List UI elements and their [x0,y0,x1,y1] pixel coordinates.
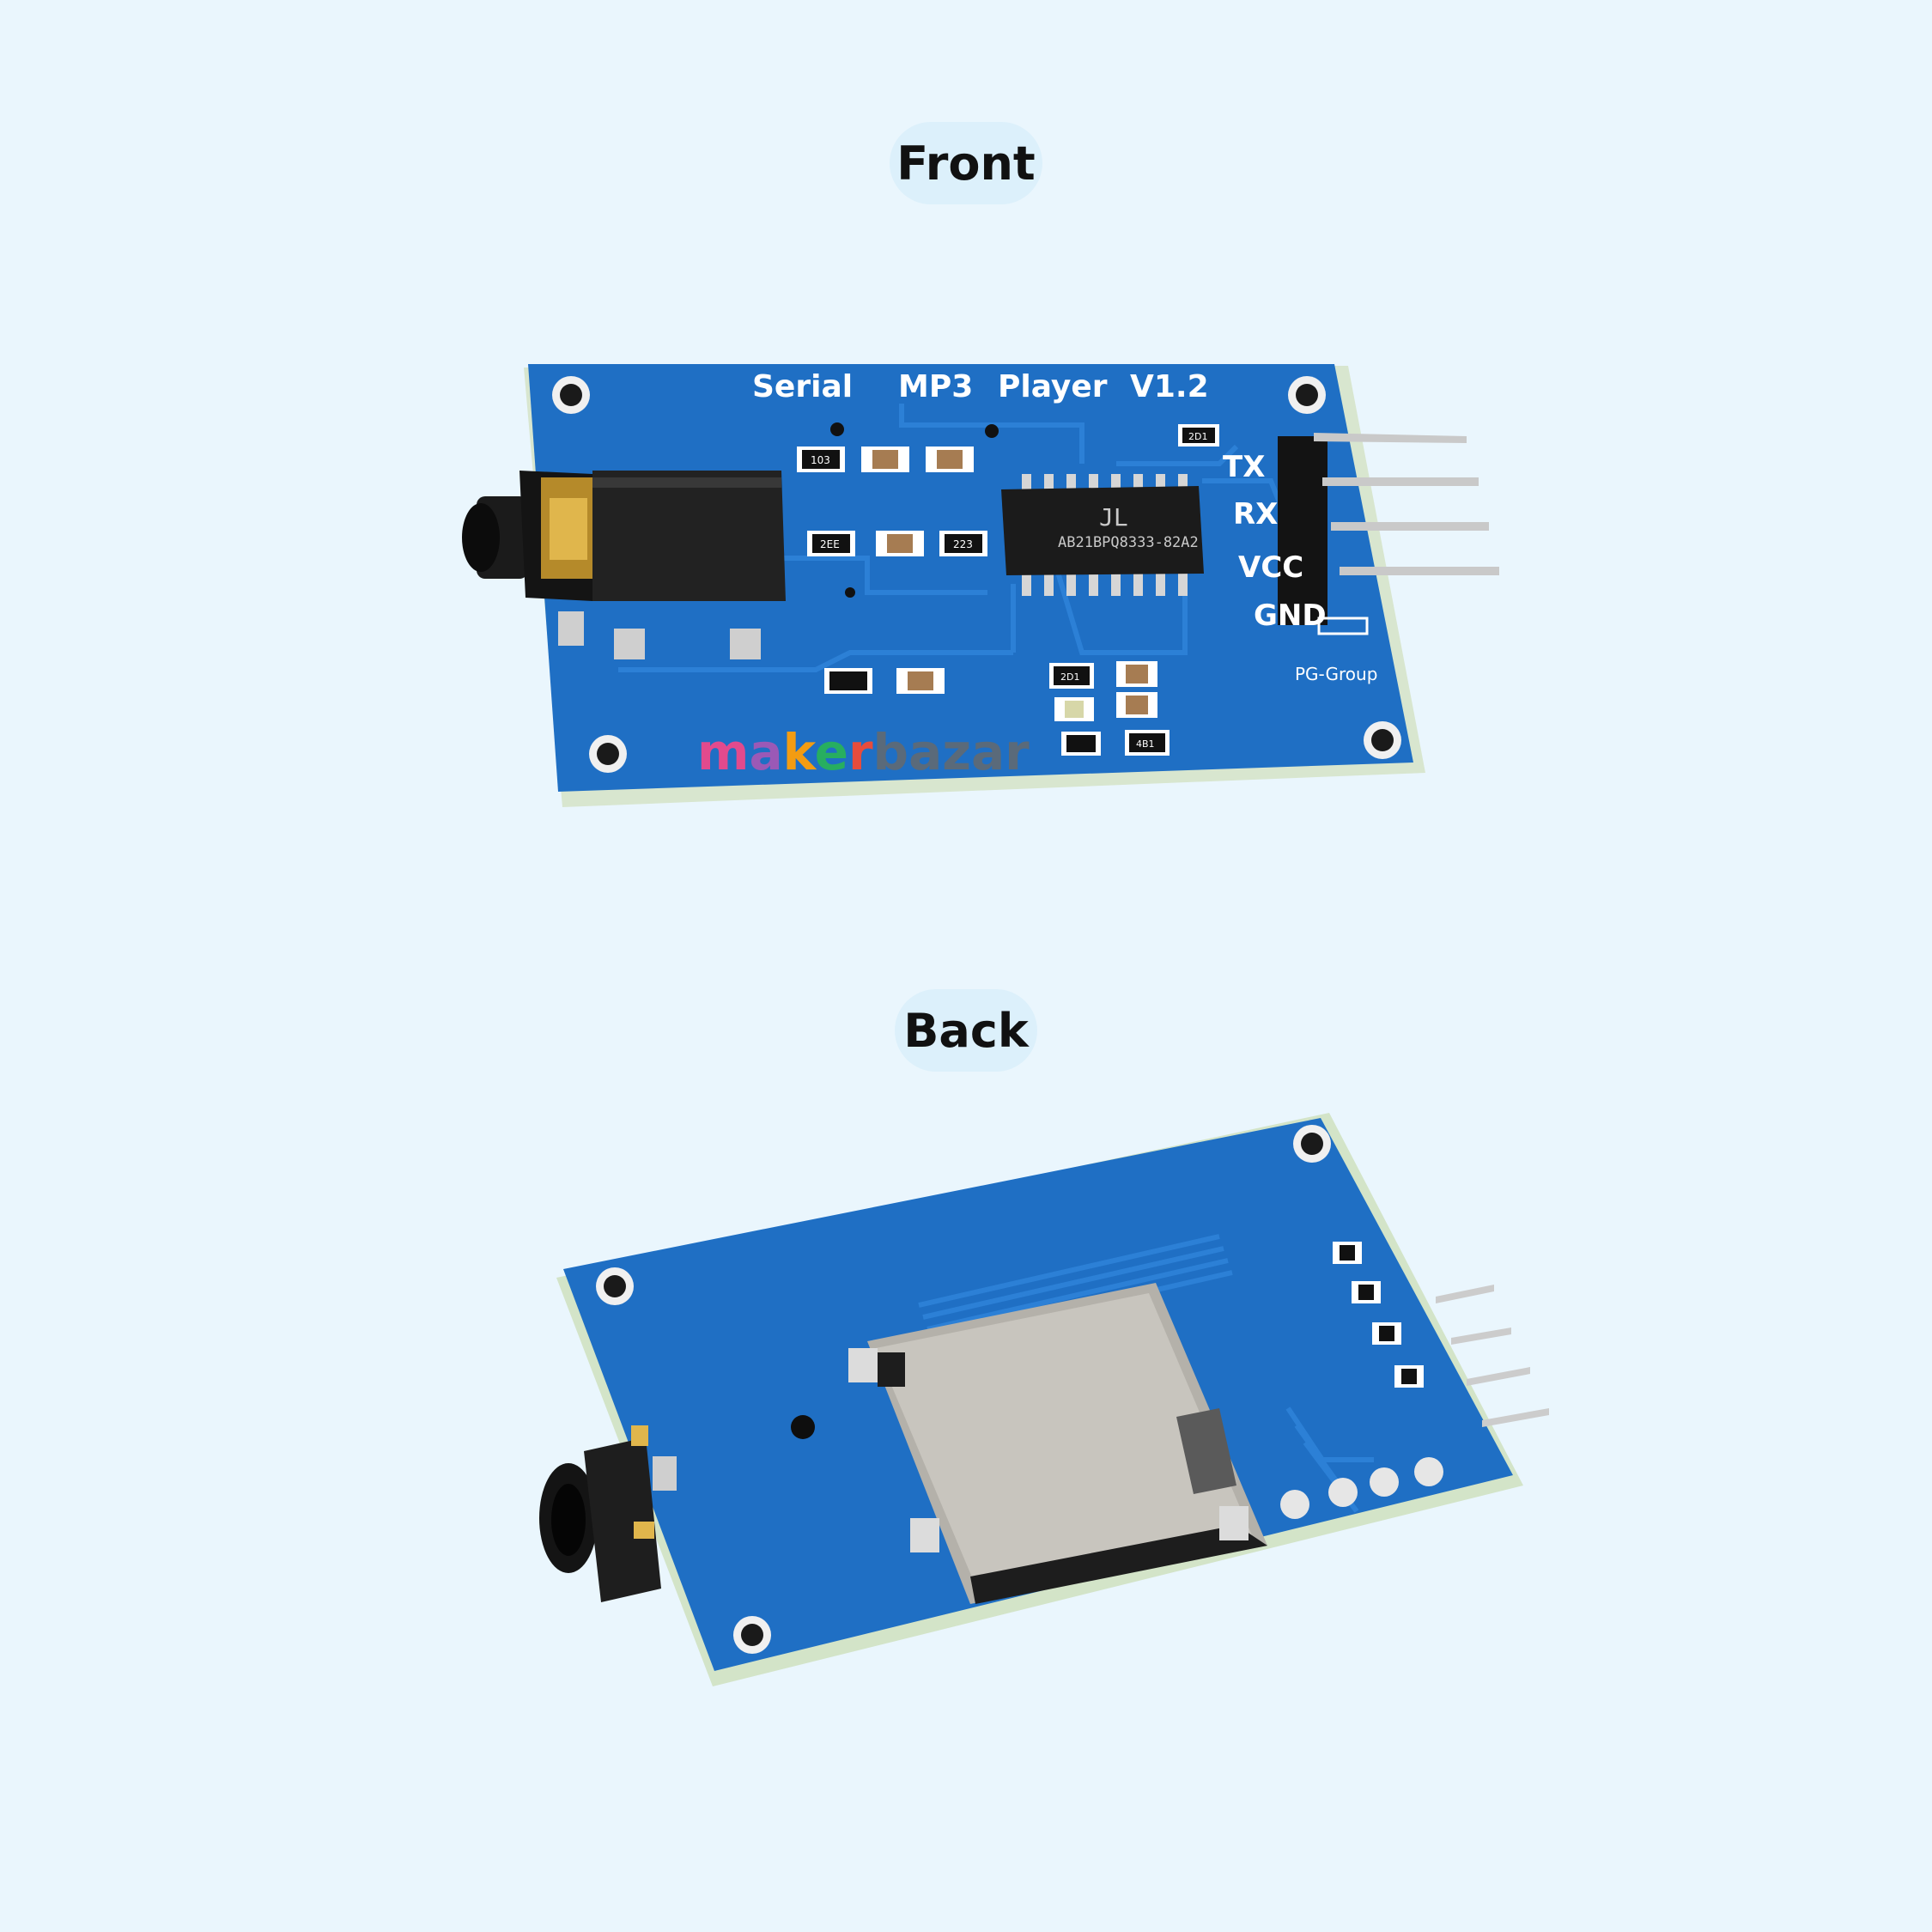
brand-logo: makerbazar [697,723,1030,781]
pin-label-gnd: GND [1254,598,1327,633]
front-audio-jack [462,471,786,659]
chip-logo: JL [1099,503,1128,532]
smd-code-223: 223 [953,538,973,550]
front-title-serial: Serial [752,369,853,404]
brand-logo-letter: e [815,723,848,781]
smd-code-2ee: 2EE [820,538,840,550]
front-traces [618,404,1291,672]
brand-logo-letter: r [848,723,873,781]
back-audio-jack [539,1425,677,1602]
smd-code-4b1: 4B1 [1136,738,1155,750]
brand-logo-maker: maker [697,723,873,781]
front-title-version: V1.2 [1130,369,1209,404]
pin-label-tx: TX [1223,450,1265,484]
pin-label-vcc: VCC [1238,550,1303,585]
brand-logo-letter: k [783,723,817,781]
front-label: Front [890,122,1042,204]
back-smd-pads [1333,1242,1424,1388]
chip-marking: AB21BPQ8333-82A2 [1058,534,1199,551]
brand-logo-bazar: bazar [873,723,1030,781]
back-label: Back [895,989,1037,1072]
front-mounting-holes [552,376,1401,773]
back-header-pins [1436,1285,1549,1427]
back-solder-pads [1280,1457,1443,1519]
maker-mark: PG-Group [1295,664,1377,684]
pin-label-rx: RX [1233,497,1278,532]
front-smd-components: 103 2EE 223 2D1 2D1 4B1 [797,424,1219,756]
smd-code-2d1-bottom: 2D1 [1060,671,1079,683]
smd-code-103: 103 [811,454,830,466]
front-pin-header [1278,433,1499,635]
smd-code-2d1-top: 2D1 [1188,431,1207,442]
front-title-mp3: MP3 [898,369,973,404]
back-sd-card-slot [848,1283,1267,1604]
front-vias [830,422,999,598]
front-main-chip: JL AB21BPQ8333-82A2 [1001,474,1204,596]
front-title-player: Player [998,369,1108,404]
brand-logo-letter: a [749,723,782,781]
back-mounting-holes [596,1125,1331,1654]
brand-logo-letter: m [697,723,749,781]
